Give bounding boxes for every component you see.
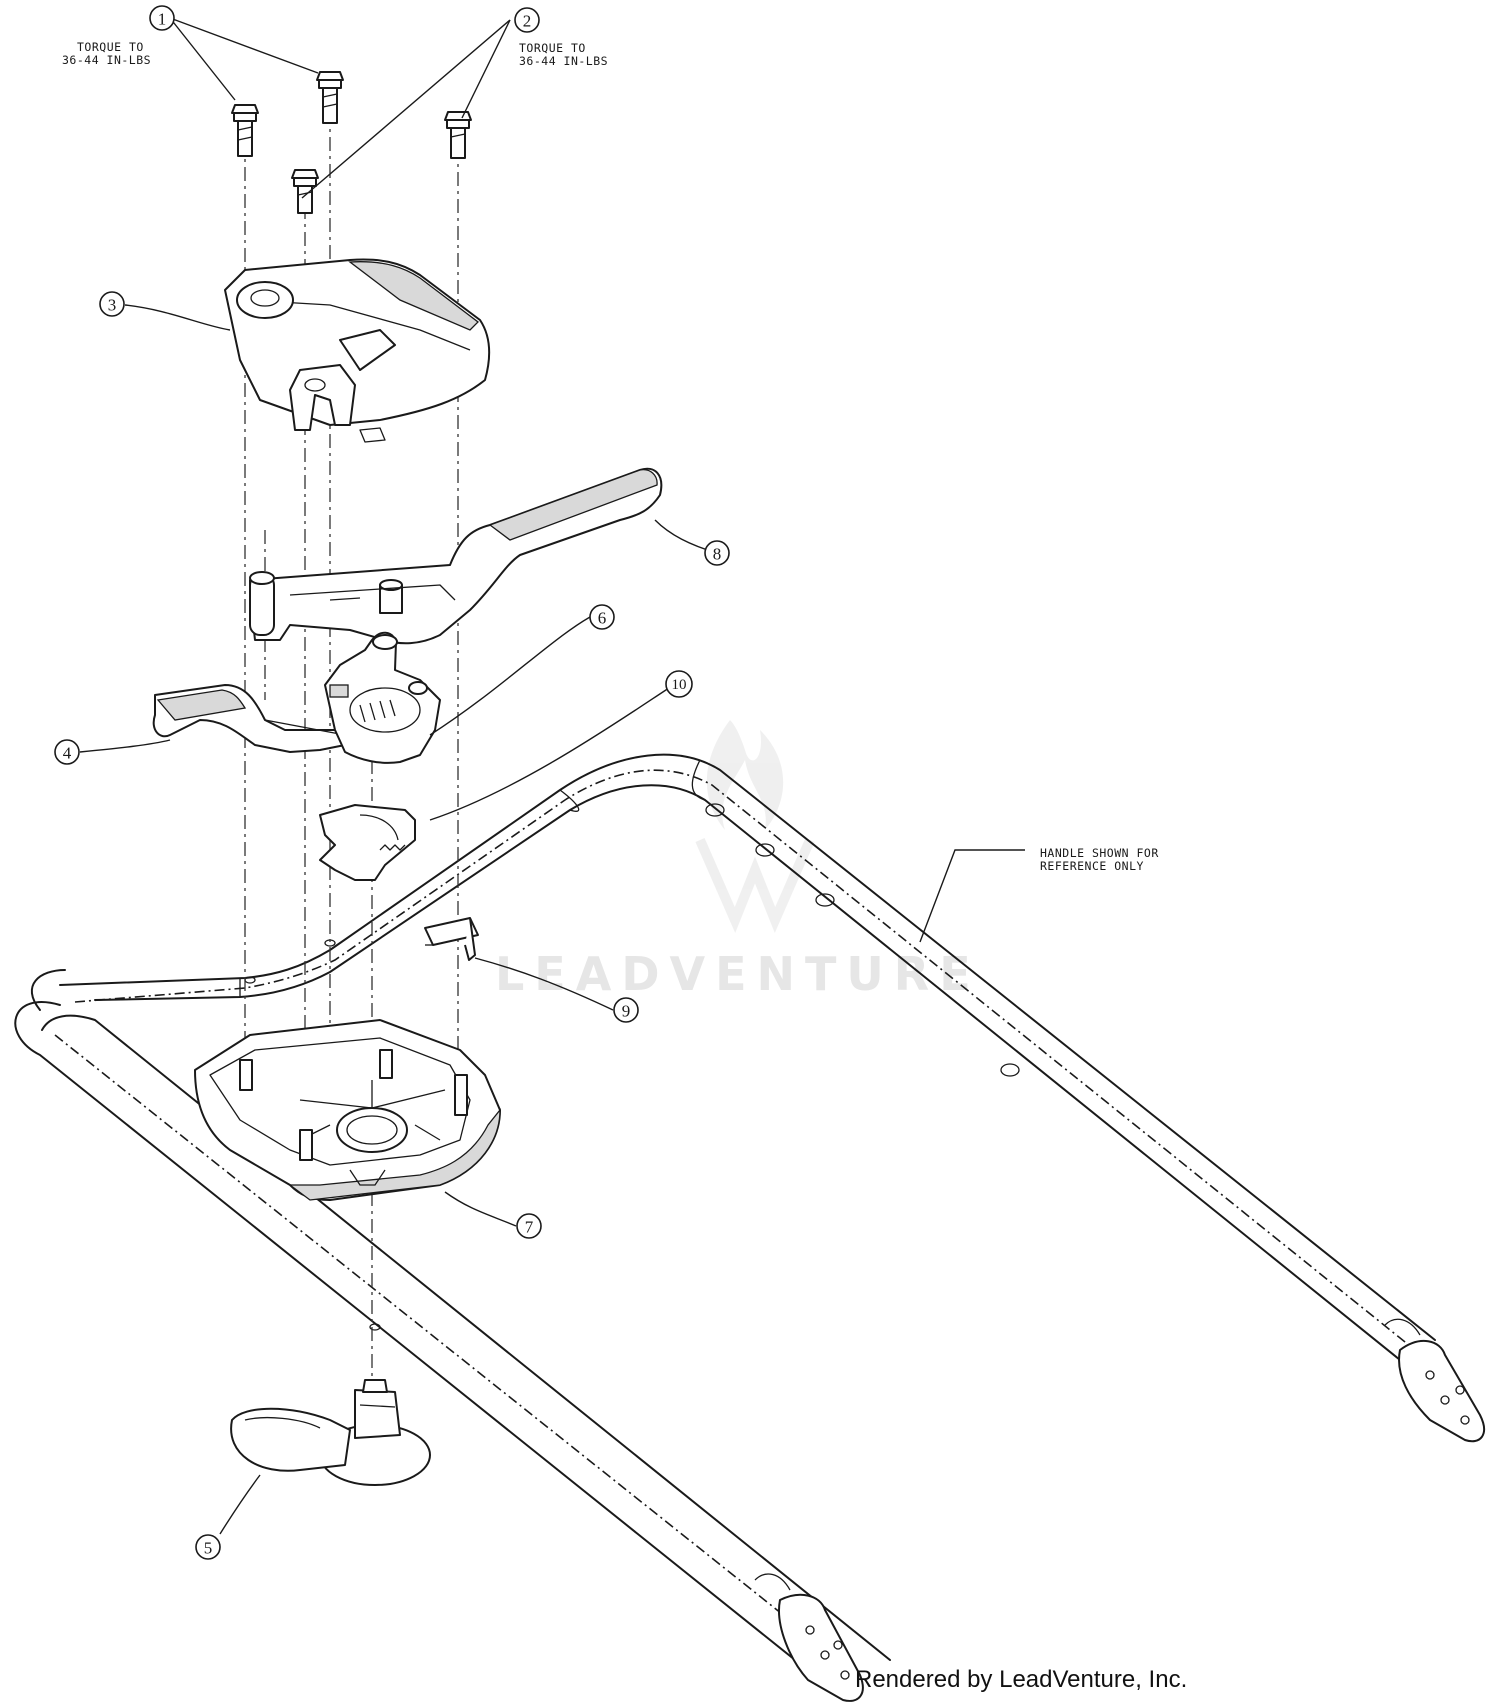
watermark-text: LEADVENTURE [495,947,981,1001]
top-cover [224,258,491,443]
svg-text:6: 6 [598,609,607,628]
svg-text:4: 4 [63,744,72,763]
screw-1a [231,104,259,157]
balloon-5: 5 [195,1534,221,1560]
leader-lines [79,17,1025,1535]
handle-note-line1: HANDLE SHOWN FOR [1040,846,1159,860]
base-housing [194,1019,501,1201]
handle-tube [14,753,1485,1702]
svg-text:2: 2 [523,12,532,31]
torque-note-right-line1: TORQUE TO [519,41,586,55]
balloon-4: 4 [54,739,80,765]
torque-note-left-line1: TORQUE TO [77,40,144,54]
lower-knob [230,1379,431,1486]
torque-note-right-line2: 36-44 IN-LBS [519,54,608,68]
handle-note-line2: REFERENCE ONLY [1040,859,1144,873]
balloon-3: 3 [99,291,125,317]
svg-text:9: 9 [622,1002,631,1021]
torque-note-left-line2: 36-44 IN-LBS [62,53,151,67]
balloon-9: 9 [613,997,639,1023]
rendered-by-credit: Rendered by LeadVenture, Inc. [855,1666,1188,1693]
screw-2b [444,111,472,159]
svg-text:8: 8 [713,545,722,564]
watermark-logo [695,720,815,933]
balloon-6: 6 [589,604,615,630]
balloon-2: 2 [514,7,540,33]
balloon-10: 10 [665,670,693,698]
balloon-1: 1 [149,5,175,31]
balloon-8: 8 [704,540,730,566]
cam-plate [324,631,441,764]
clip [424,917,479,961]
svg-text:1: 1 [158,10,167,29]
screw-1b [316,71,344,124]
ratchet [319,804,416,881]
lower-lever [152,684,346,753]
screw-2a [291,169,319,214]
upper-lever [249,467,663,645]
svg-text:5: 5 [204,1539,213,1558]
balloon-7: 7 [516,1213,542,1239]
svg-text:3: 3 [108,296,117,315]
svg-text:7: 7 [525,1218,534,1237]
svg-text:10: 10 [672,677,687,693]
